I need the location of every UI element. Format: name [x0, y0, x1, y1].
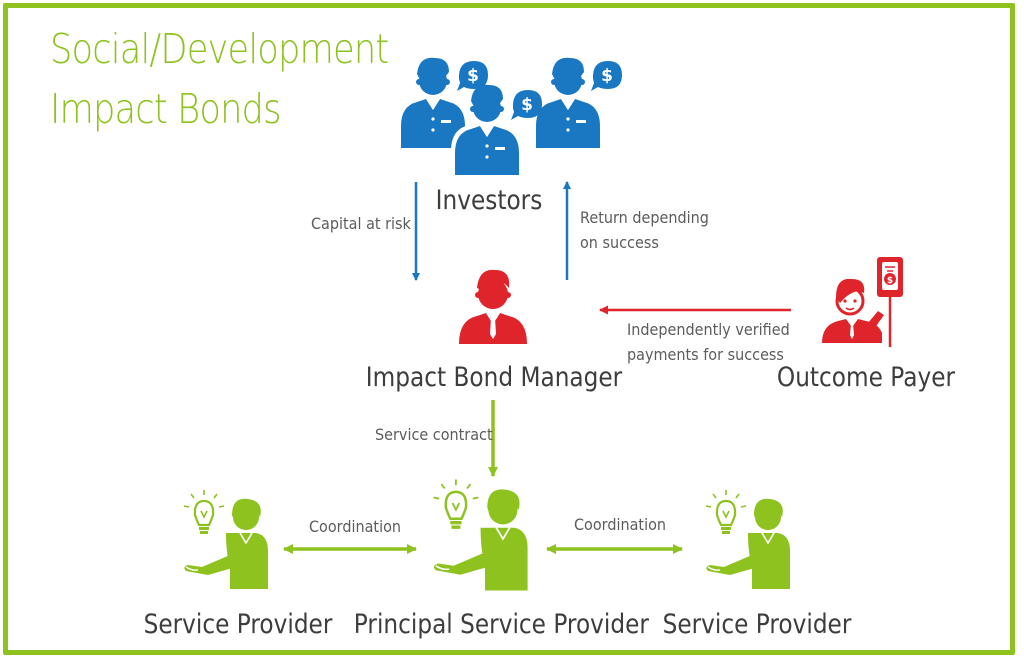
title-line-1: Social/Development — [50, 25, 389, 73]
payer-label: Outcome Payer — [776, 362, 956, 393]
investors-icon-group — [401, 57, 622, 177]
payments-label-line2: payments for success — [627, 345, 784, 364]
coordination-left-label: Coordination — [309, 517, 402, 536]
provider-left-label: Service Provider — [143, 609, 333, 640]
diagram-frame — [3, 3, 1015, 655]
businessman-icon — [459, 269, 527, 344]
manager-label: Impact Bond Manager — [365, 362, 623, 393]
dollar-speech-bubble-icon — [591, 61, 622, 91]
return-label-line2: on success — [580, 233, 659, 252]
svg-text:$: $ — [887, 276, 893, 286]
coordination-right-label: Coordination — [574, 515, 667, 534]
capital-label: Capital at risk — [311, 214, 411, 233]
title-line-2: Impact Bonds — [50, 85, 281, 133]
investor-person-icon — [451, 84, 523, 177]
return-label-line1: Return depending — [580, 208, 709, 227]
principal-provider-label: Principal Service Provider — [353, 609, 649, 640]
dollar-speech-bubble-icon — [511, 90, 542, 120]
provider-right-label: Service Provider — [662, 609, 852, 640]
investor-person-icon — [536, 57, 600, 148]
provider-with-lightbulb-icon — [432, 478, 529, 592]
provider-with-lightbulb-icon — [182, 488, 270, 591]
provider-with-lightbulb-icon — [704, 488, 792, 591]
payer-with-money-bag-icon: $ — [822, 257, 903, 347]
payments-label-line1: Independently verified — [627, 320, 790, 339]
investors-label: Investors — [435, 185, 543, 216]
service-contract-label: Service contract — [375, 425, 493, 444]
